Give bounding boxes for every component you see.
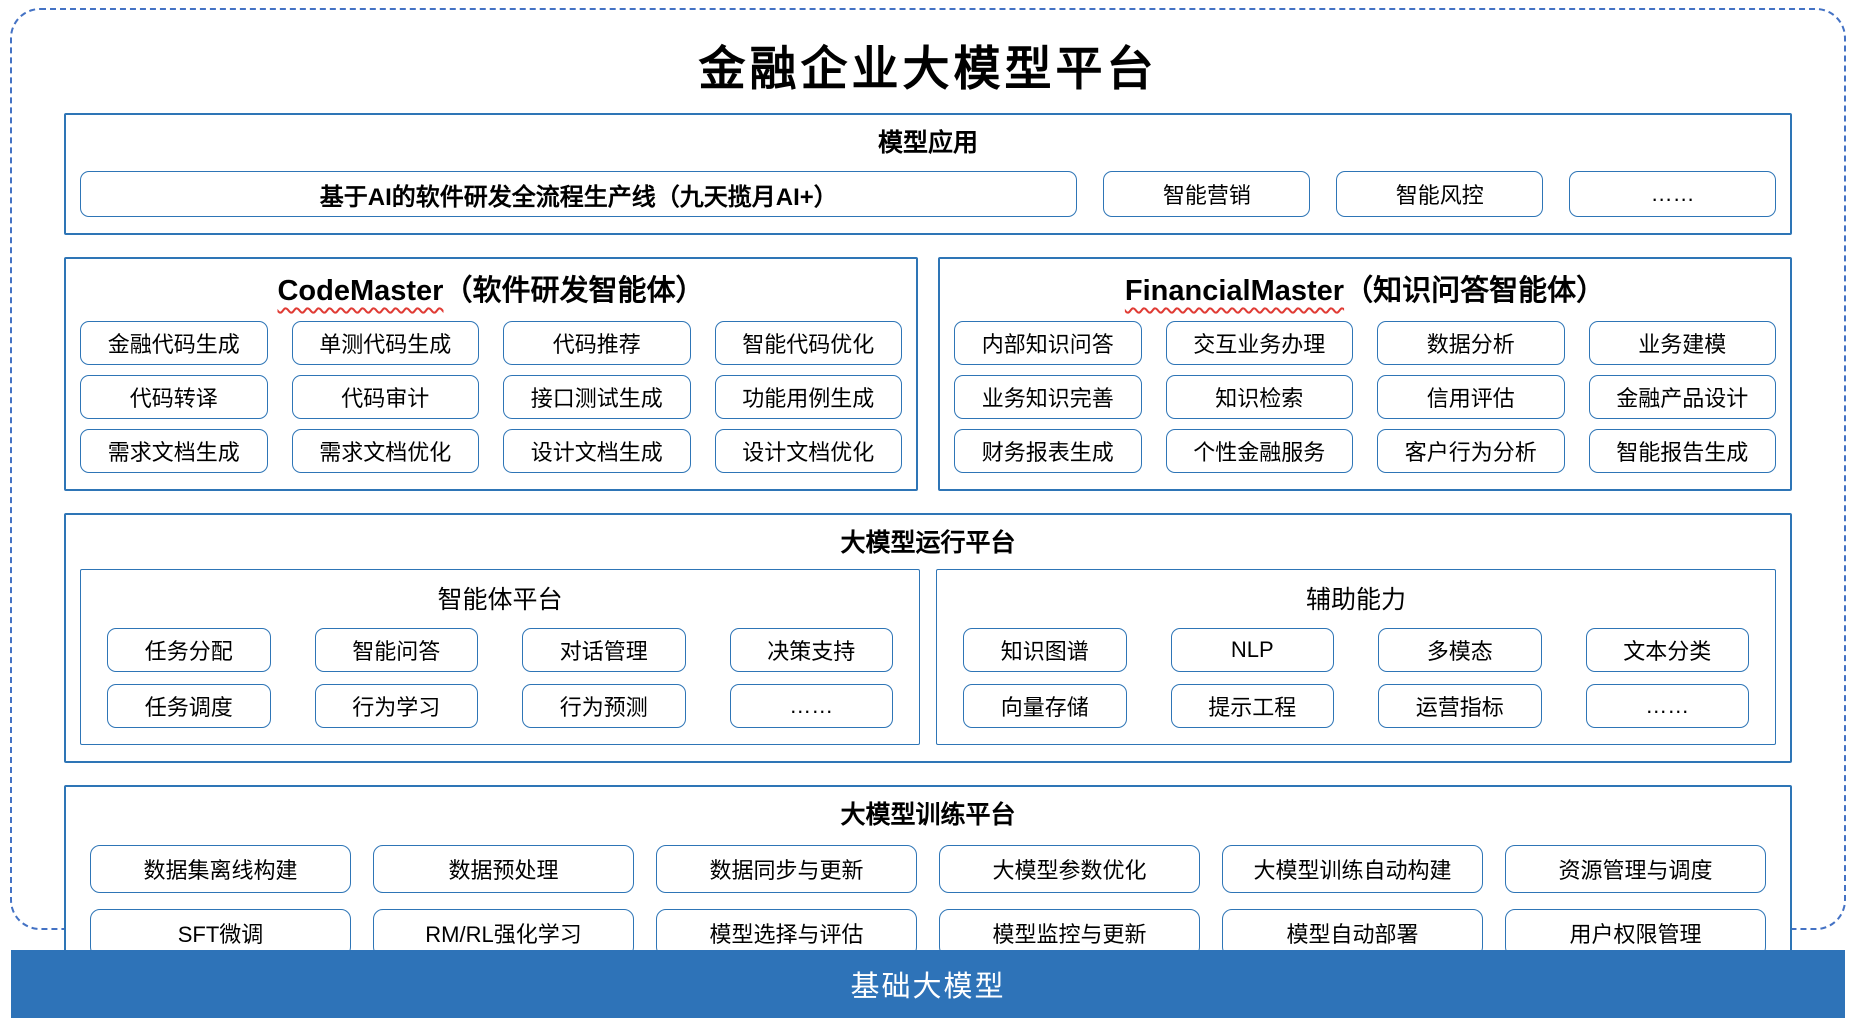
subpanel-agent-platform: 智能体平台 任务分配 智能问答 对话管理 决策支持 任务调度 行为学习 行为预测… xyxy=(80,569,920,745)
capability-box: 数据集离线构建 xyxy=(90,845,351,893)
section-model-app: 模型应用 基于AI的软件研发全流程生产线（九天揽月AI+） 智能营销 智能风控 … xyxy=(64,113,1792,235)
capability-box: 智能代码优化 xyxy=(714,321,902,365)
capability-box: 大模型参数优化 xyxy=(939,845,1200,893)
capability-box: 代码转译 xyxy=(80,375,268,419)
codemaster-title: CodeMaster（软件研发智能体） xyxy=(80,267,902,309)
codemaster-title-zh: （软件研发智能体） xyxy=(443,275,705,307)
capability-box: 文本分类 xyxy=(1585,628,1749,672)
capability-box: 财务报表生成 xyxy=(954,429,1142,473)
capability-box: 知识图谱 xyxy=(963,628,1127,672)
capability-box: 功能用例生成 xyxy=(714,375,902,419)
capability-box: RM/RL强化学习 xyxy=(373,909,634,957)
capability-box: 业务知识完善 xyxy=(954,375,1142,419)
platform-frame: 金融企业大模型平台 模型应用 基于AI的软件研发全流程生产线（九天揽月AI+） … xyxy=(10,8,1846,979)
subpanel-aux-capabilities: 辅助能力 知识图谱 NLP 多模态 文本分类 向量存储 提示工程 运营指标 …… xyxy=(936,569,1776,745)
model-app-row: 基于AI的软件研发全流程生产线（九天揽月AI+） 智能营销 智能风控 …… xyxy=(66,159,1790,233)
financialmaster-title-en: FinancialMaster xyxy=(1124,275,1345,307)
capability-box: 对话管理 xyxy=(522,628,686,672)
masters-row: CodeMaster（软件研发智能体） 金融代码生成 单测代码生成 代码推荐 智… xyxy=(64,257,1792,491)
capability-box: 交互业务办理 xyxy=(1165,321,1353,365)
capability-box: 接口测试生成 xyxy=(503,375,691,419)
capability-box: 行为预测 xyxy=(522,684,686,728)
aux-capabilities-grid: 知识图谱 NLP 多模态 文本分类 向量存储 提示工程 运营指标 …… xyxy=(963,628,1749,728)
agent-platform-title: 智能体平台 xyxy=(437,586,563,614)
financialmaster-grid: 内部知识问答 交互业务办理 数据分析 业务建模 业务知识完善 知识检索 信用评估… xyxy=(954,321,1776,473)
capability-box: 设计文档生成 xyxy=(503,429,691,473)
capability-box: 模型选择与评估 xyxy=(656,909,917,957)
capability-box: 内部知识问答 xyxy=(954,321,1142,365)
capability-box: 需求文档优化 xyxy=(291,429,479,473)
capability-box: 向量存储 xyxy=(963,684,1127,728)
capability-box: 任务分配 xyxy=(107,628,271,672)
capability-box: 代码审计 xyxy=(291,375,479,419)
capability-box: 模型自动部署 xyxy=(1222,909,1483,957)
section-codemaster: CodeMaster（软件研发智能体） 金融代码生成 单测代码生成 代码推荐 智… xyxy=(64,257,918,491)
capability-box: 客户行为分析 xyxy=(1377,429,1565,473)
capability-box: 智能问答 xyxy=(314,628,478,672)
capability-box: 提示工程 xyxy=(1170,684,1334,728)
training-title: 大模型训练平台 xyxy=(840,801,1016,829)
capability-box: SFT微调 xyxy=(90,909,351,957)
capability-box: 知识检索 xyxy=(1165,375,1353,419)
capability-box: 信用评估 xyxy=(1377,375,1565,419)
capability-box: 代码推荐 xyxy=(503,321,691,365)
capability-box: 单测代码生成 xyxy=(291,321,479,365)
capability-box: 数据分析 xyxy=(1377,321,1565,365)
capability-box: 业务建模 xyxy=(1588,321,1776,365)
capability-box: 资源管理与调度 xyxy=(1505,845,1766,893)
capability-box: 运营指标 xyxy=(1378,684,1542,728)
capability-box: 个性金融服务 xyxy=(1165,429,1353,473)
financialmaster-title: FinancialMaster（知识问答智能体） xyxy=(954,267,1776,309)
page-title: 金融企业大模型平台 xyxy=(698,44,1158,96)
capability-box: 数据同步与更新 xyxy=(656,845,917,893)
capability-box: 行为学习 xyxy=(314,684,478,728)
capability-box: 多模态 xyxy=(1378,628,1542,672)
model-app-title: 模型应用 xyxy=(877,129,978,157)
capability-box: NLP xyxy=(1170,628,1334,672)
codemaster-grid: 金融代码生成 单测代码生成 代码推荐 智能代码优化 代码转译 代码审计 接口测试… xyxy=(80,321,902,473)
app-box-ellipsis: …… xyxy=(1569,171,1777,217)
section-training-platform: 大模型训练平台 数据集离线构建 数据预处理 数据同步与更新 大模型参数优化 大模… xyxy=(64,785,1792,979)
base-model-bar: 基础大模型 xyxy=(11,950,1845,1018)
app-box-risk-control: 智能风控 xyxy=(1336,171,1544,217)
capability-box: 大模型训练自动构建 xyxy=(1222,845,1483,893)
agent-platform-grid: 任务分配 智能问答 对话管理 决策支持 任务调度 行为学习 行为预测 …… xyxy=(107,628,893,728)
section-financialmaster: FinancialMaster（知识问答智能体） 内部知识问答 交互业务办理 数… xyxy=(938,257,1792,491)
capability-box: 任务调度 xyxy=(107,684,271,728)
financialmaster-title-zh: （知识问答智能体） xyxy=(1344,275,1606,307)
app-box-marketing: 智能营销 xyxy=(1103,171,1311,217)
capability-box: 设计文档优化 xyxy=(714,429,902,473)
capability-box: 金融代码生成 xyxy=(80,321,268,365)
capability-box: 需求文档生成 xyxy=(80,429,268,473)
codemaster-title-en: CodeMaster xyxy=(277,275,444,307)
section-runtime-platform: 大模型运行平台 智能体平台 任务分配 智能问答 对话管理 决策支持 任务调度 行… xyxy=(64,513,1792,763)
capability-box: …… xyxy=(729,684,893,728)
runtime-row: 智能体平台 任务分配 智能问答 对话管理 决策支持 任务调度 行为学习 行为预测… xyxy=(66,559,1790,761)
capability-box: 决策支持 xyxy=(729,628,893,672)
capability-box: 金融产品设计 xyxy=(1588,375,1776,419)
app-box-ai-pipeline: 基于AI的软件研发全流程生产线（九天揽月AI+） xyxy=(80,171,1078,217)
capability-box: 数据预处理 xyxy=(373,845,634,893)
capability-box: …… xyxy=(1585,684,1749,728)
training-grid: 数据集离线构建 数据预处理 数据同步与更新 大模型参数优化 大模型训练自动构建 … xyxy=(66,831,1790,977)
runtime-title: 大模型运行平台 xyxy=(840,529,1016,557)
capability-box: 智能报告生成 xyxy=(1588,429,1776,473)
aux-capabilities-title: 辅助能力 xyxy=(1305,586,1406,614)
